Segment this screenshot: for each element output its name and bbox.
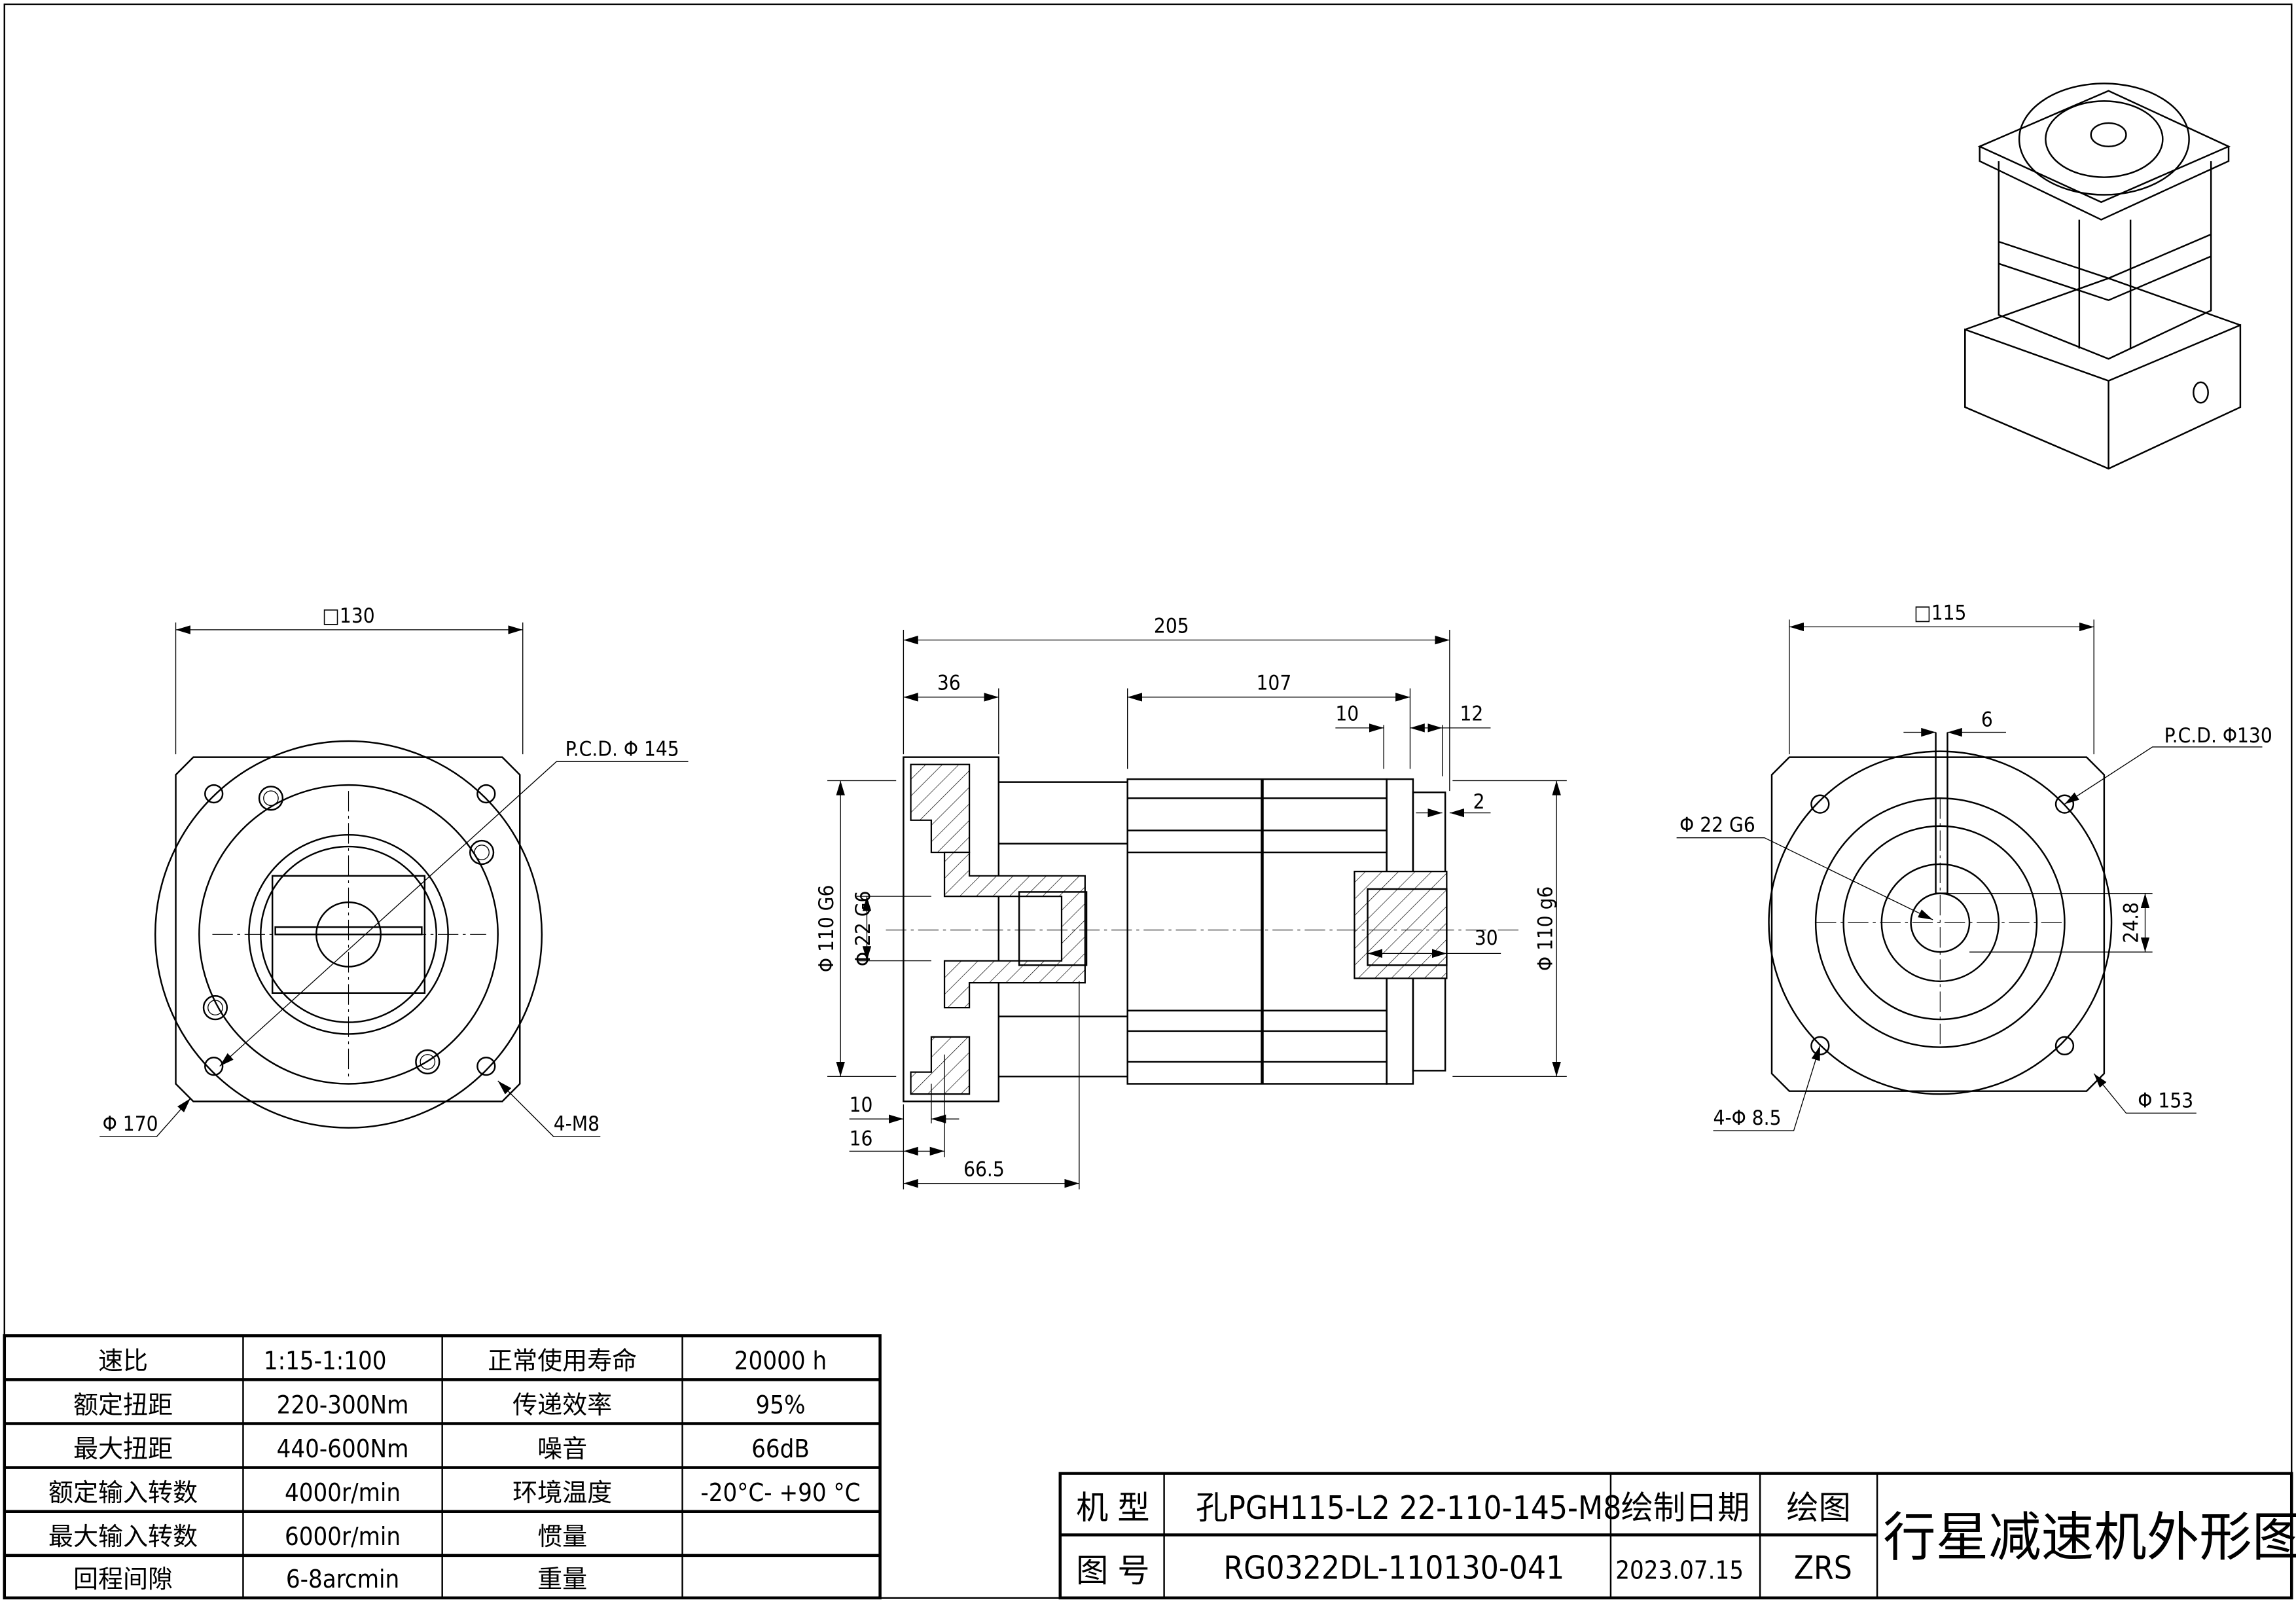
spec-value: 6000r/min	[285, 1522, 401, 1551]
bolt-hole-icon	[202, 784, 496, 1076]
right-square-dim: □115	[1914, 601, 1966, 625]
key-width-dim: 6	[1981, 708, 1993, 732]
left-pcd-dim: P.C.D. Φ 145	[565, 737, 679, 761]
date-value: 2023.07.15	[1615, 1556, 1744, 1585]
input-dia-dim: Φ 110 G6	[815, 885, 838, 973]
dim-10-bottom: 10	[850, 1093, 873, 1117]
spec-row: 额定输入转数 4000r/min 环境温度 -20°C- +90 °C	[48, 1478, 861, 1507]
body-length-dim: 107	[1257, 672, 1292, 695]
isometric-view	[1964, 82, 2242, 470]
mount-hole-icon	[1810, 794, 2075, 1055]
input-bore-dim: Φ 22 G6	[852, 891, 875, 967]
spec-label: 回程间隙	[73, 1565, 173, 1593]
spec-label: 重量	[537, 1565, 587, 1593]
dim-66-5: 66.5	[963, 1157, 1005, 1181]
spec-value: 4000r/min	[285, 1478, 401, 1507]
spec-label: 正常使用寿命	[488, 1347, 637, 1375]
spec-label: 最大扭距	[73, 1434, 173, 1463]
dim-16: 16	[850, 1127, 873, 1150]
spec-label: 最大输入转数	[48, 1522, 198, 1551]
right-outer-dia-dim: Φ 153	[2138, 1089, 2193, 1112]
model-label: 机 型	[1076, 1489, 1149, 1527]
key-height-dim: 24.8	[2119, 902, 2143, 943]
spec-label: 惯量	[537, 1522, 587, 1551]
spec-value: 440-600Nm	[277, 1434, 409, 1463]
flange-length-dim: 36	[937, 672, 961, 695]
spec-value: 6-8arcmin	[286, 1565, 399, 1593]
spec-value: 95%	[755, 1391, 805, 1419]
spec-value: 220-300Nm	[277, 1391, 409, 1419]
spec-row: 最大扭距 440-600Nm 噪音 66dB	[73, 1434, 810, 1463]
side-section-view: 205 36 107 10 12 2 Φ 110 G6 Φ 22 G6 Φ 11…	[815, 614, 1567, 1190]
model-value: 孔PGH115-L2 22-110-145-M8	[1196, 1489, 1621, 1527]
spec-row: 速比 1:15-1:100 正常使用寿命 20000 h	[98, 1347, 827, 1375]
spec-label: 环境温度	[512, 1478, 612, 1507]
left-square-dim: □130	[322, 604, 374, 628]
dim-12: 12	[1460, 702, 1483, 726]
drawing-no-label: 图 号	[1076, 1552, 1149, 1590]
total-length-dim: 205	[1154, 614, 1189, 638]
spec-label: 额定输入转数	[48, 1478, 198, 1507]
drawer-value: ZRS	[1794, 1549, 1852, 1587]
left-outer-dia-dim: Φ 170	[103, 1112, 158, 1136]
spec-row: 回程间隙 6-8arcmin 重量	[73, 1565, 587, 1593]
spec-label: 额定扭距	[73, 1391, 173, 1419]
title-block: 机 型 孔PGH115-L2 22-110-145-M8 图 号 RG0322D…	[1058, 1472, 2296, 1599]
spec-value: -20°C- +90 °C	[700, 1478, 860, 1507]
drawing-title: 行星减速机外形图	[1883, 1506, 2296, 1568]
shaft-dia-dim: Φ 22 G6	[1679, 814, 1755, 837]
output-flange-view: □115 6 P.C.D. Φ130 Φ 22 G6 24.8 4-Φ 8.5 …	[1676, 601, 2272, 1131]
spec-label: 传递效率	[512, 1391, 612, 1419]
spec-value: 66dB	[751, 1434, 810, 1463]
spec-row: 额定扭距 220-300Nm 传递效率 95%	[73, 1391, 806, 1419]
spec-label: 噪音	[537, 1434, 587, 1463]
spec-label: 速比	[98, 1347, 148, 1375]
drawing-no-value: RG0322DL-110130-041	[1223, 1549, 1564, 1587]
shaft-length-dim: 30	[1475, 926, 1498, 950]
dim-10-top: 10	[1335, 702, 1359, 726]
date-label: 绘制日期	[1621, 1489, 1750, 1527]
left-thread-dim: 4-M8	[554, 1112, 600, 1136]
spec-row: 最大输入转数 6000r/min 惯量	[48, 1522, 587, 1551]
spec-value: 20000 h	[734, 1347, 827, 1375]
input-flange-view: □130 P.C.D. Φ 145 Φ 170 4-M8	[99, 604, 689, 1137]
right-pcd-dim: P.C.D. Φ130	[2164, 724, 2272, 748]
mount-holes-dim: 4-Φ 8.5	[1713, 1106, 1782, 1130]
drawer-label: 绘图	[1786, 1489, 1850, 1527]
spec-table: 速比 1:15-1:100 正常使用寿命 20000 h 额定扭距 220-30…	[3, 1334, 882, 1599]
spec-value: 1:15-1:100	[264, 1347, 387, 1375]
dim-2: 2	[1473, 790, 1485, 814]
output-dia-dim: Φ 110 g6	[1534, 886, 1557, 972]
